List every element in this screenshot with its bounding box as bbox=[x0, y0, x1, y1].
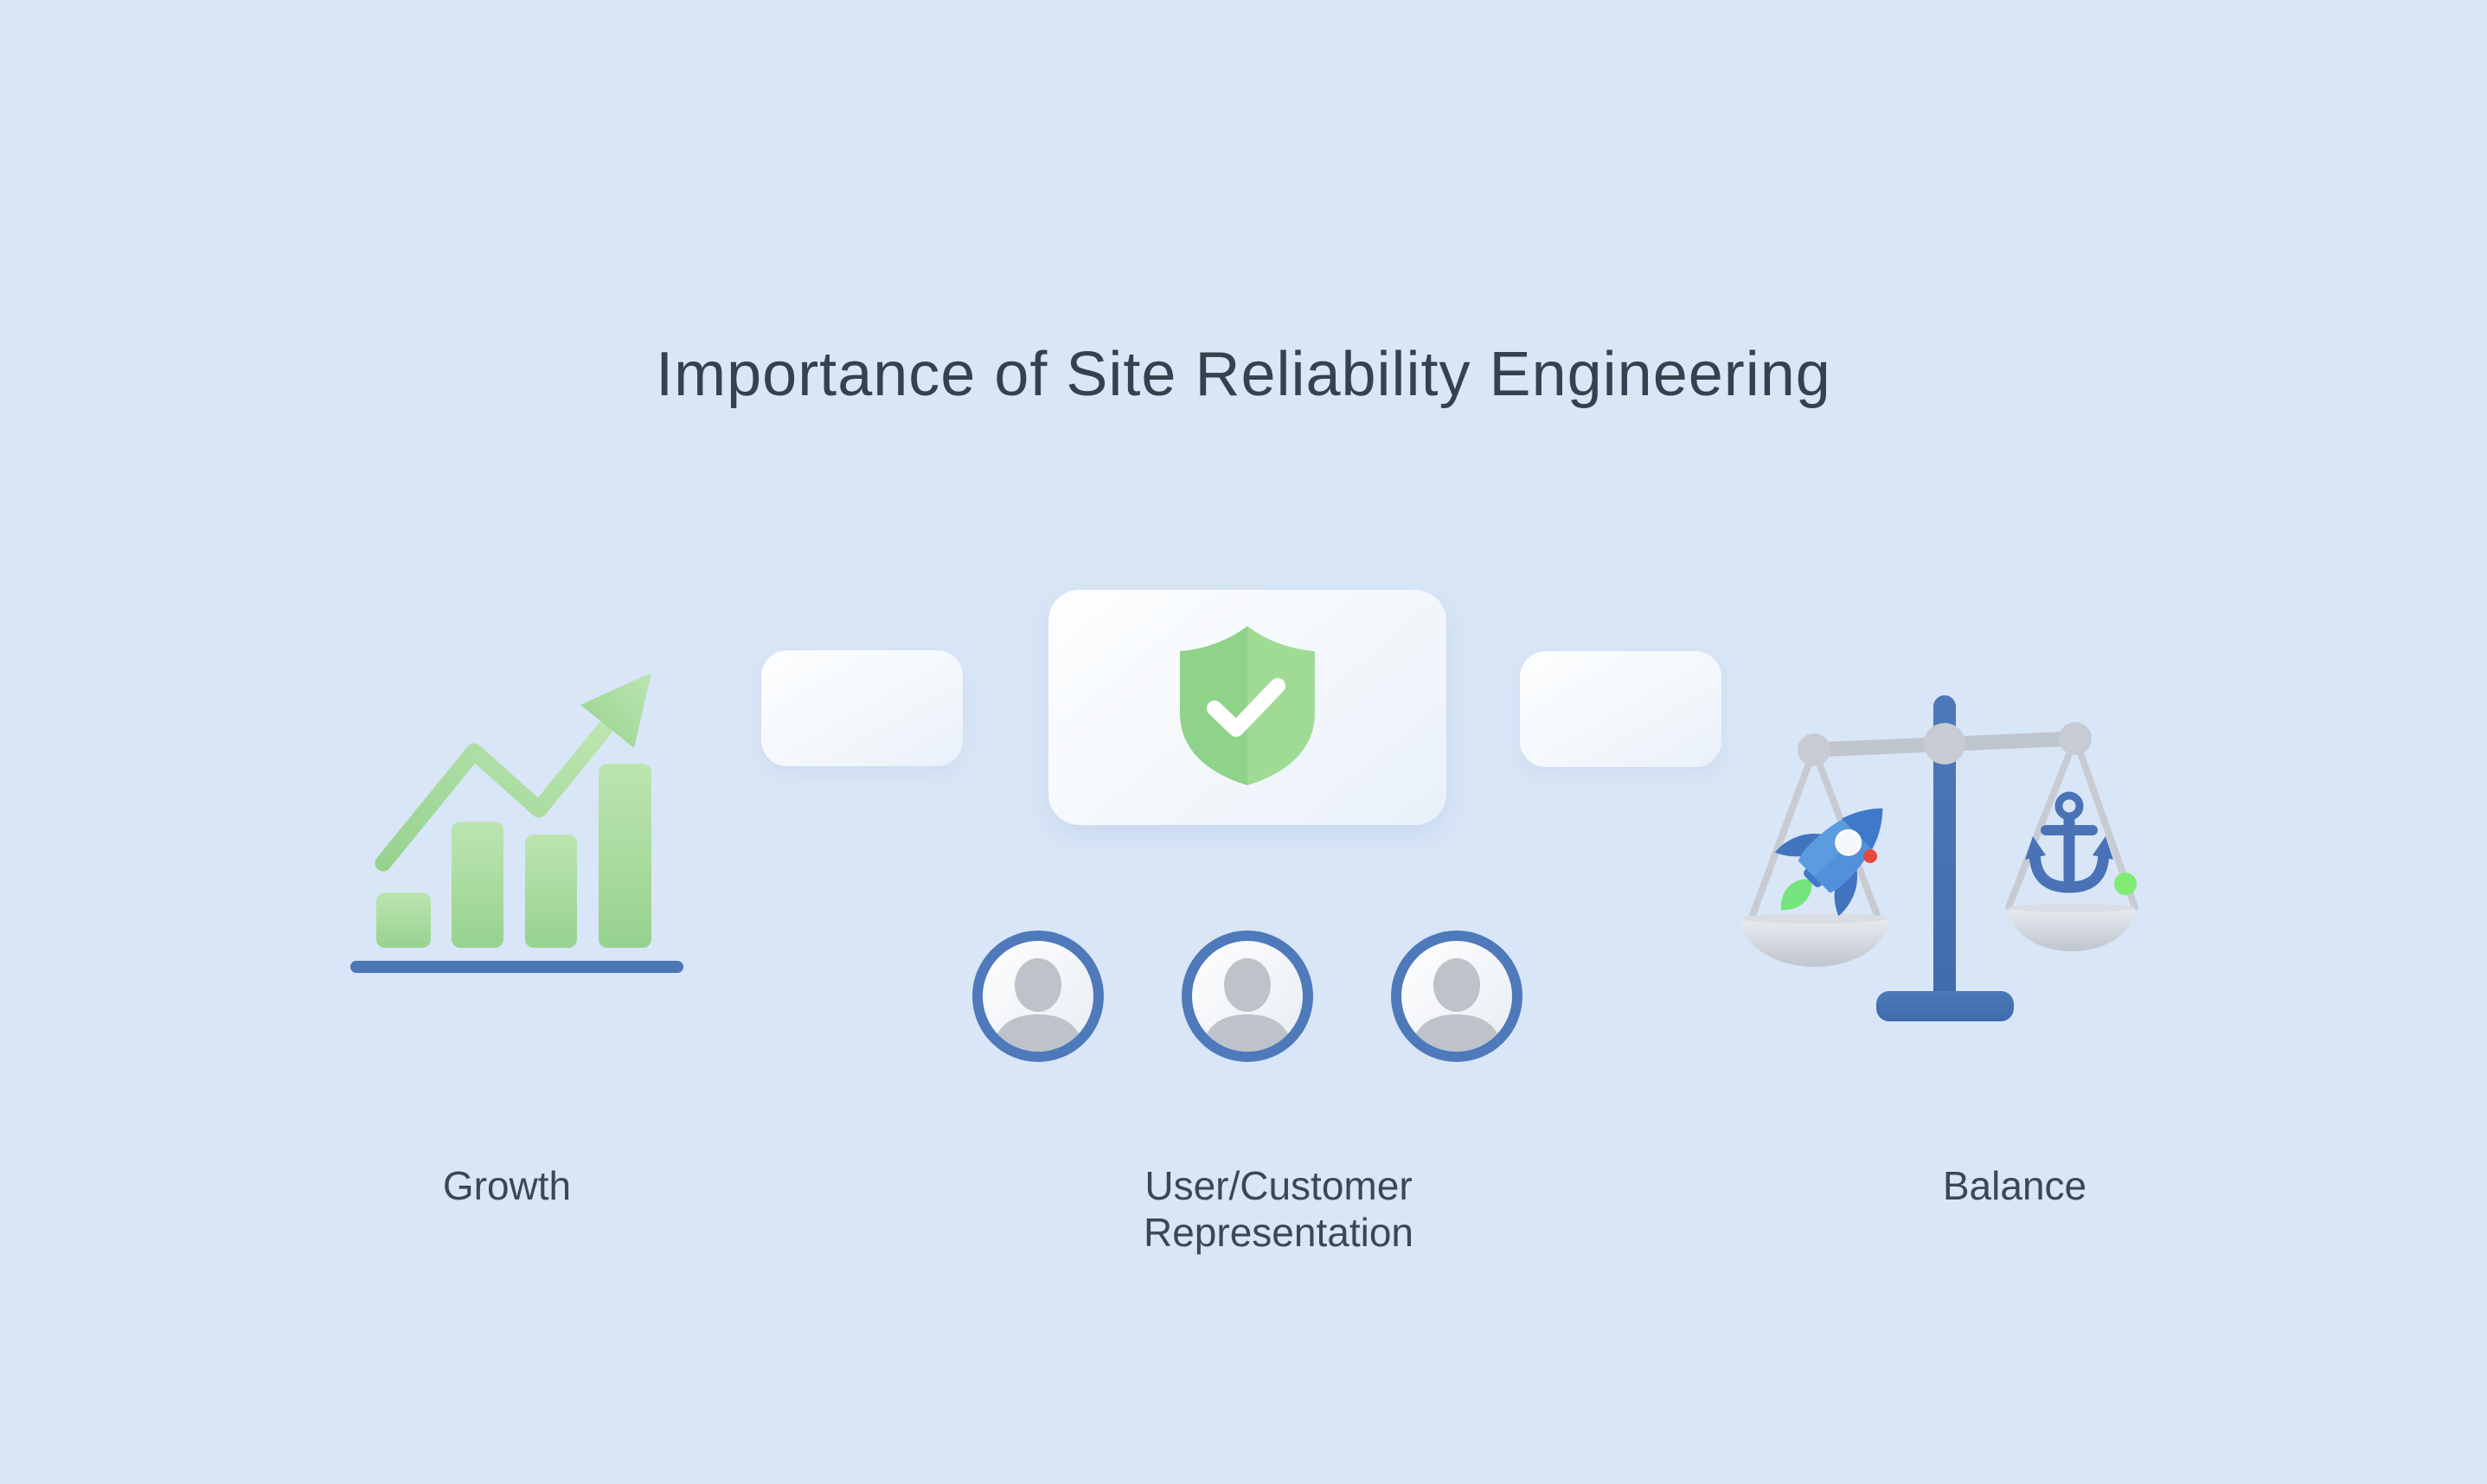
right-pan bbox=[2009, 908, 2135, 951]
left-pan-rim bbox=[1741, 913, 1888, 924]
page-title: Importance of Site Reliability Engineeri… bbox=[656, 340, 1831, 410]
connector-card-right bbox=[1520, 651, 1721, 767]
red-dot bbox=[1863, 849, 1877, 863]
connector-card-left bbox=[761, 650, 963, 766]
anchor-icon bbox=[2025, 791, 2113, 893]
label-balance: Balance bbox=[1942, 1163, 2087, 1208]
person-head bbox=[1015, 958, 1061, 1012]
shield-check-icon bbox=[1180, 626, 1315, 785]
rocket-flame bbox=[1780, 879, 1812, 911]
shield-card bbox=[1048, 590, 1446, 825]
balance-scale-icon bbox=[1730, 683, 2145, 1029]
scale-base bbox=[1876, 991, 2014, 1021]
beam-center-joint bbox=[1924, 723, 1965, 764]
scale-post bbox=[1933, 695, 1956, 1003]
right-pan-rim bbox=[2009, 904, 2135, 912]
label-user-customer-representation: User/Customer Representation bbox=[1144, 1163, 1413, 1255]
label-growth: Growth bbox=[442, 1163, 572, 1208]
user-avatar-icon bbox=[972, 931, 1104, 1062]
user-avatar-icon bbox=[1391, 931, 1522, 1062]
user-avatar-icon bbox=[1182, 931, 1313, 1062]
green-dot bbox=[2114, 873, 2137, 895]
person-shoulders bbox=[991, 1014, 1085, 1052]
rocket-window bbox=[1835, 828, 1862, 856]
left-pan bbox=[1741, 918, 1888, 967]
beam-left-joint bbox=[1798, 733, 1830, 766]
beam-right-joint bbox=[2059, 722, 2092, 755]
rocket-icon bbox=[1774, 808, 1883, 917]
growth-chart-icon bbox=[346, 666, 688, 977]
growth-chart-svg bbox=[350, 673, 683, 973]
checkmark-icon bbox=[1207, 678, 1285, 737]
